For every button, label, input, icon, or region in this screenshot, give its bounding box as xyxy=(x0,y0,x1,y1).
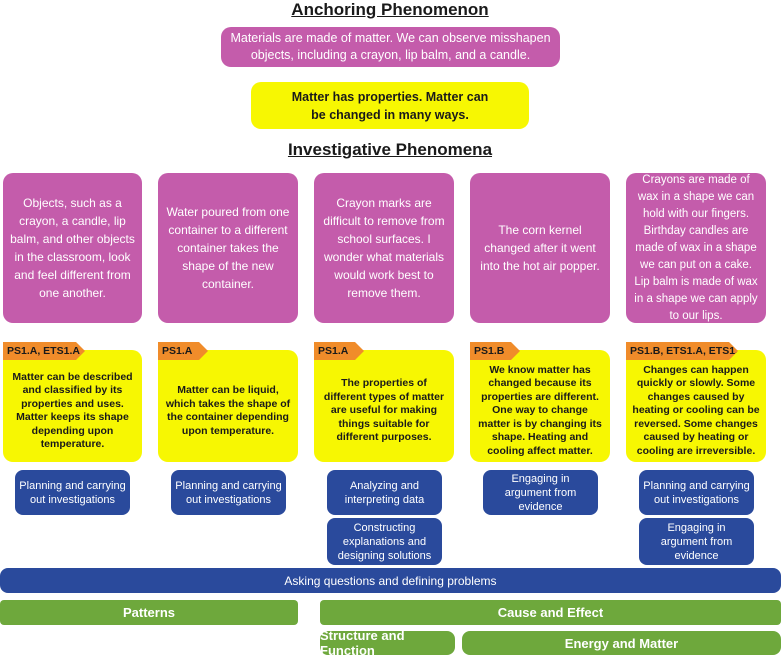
idea-card-1: Matter can be described and classified b… xyxy=(3,350,142,462)
investigative-title: Investigative Phenomena xyxy=(287,140,493,159)
phenomenon-card-3: Crayon marks are difficult to remove fro… xyxy=(314,173,454,323)
crosscutting-cause-effect: Cause and Effect xyxy=(320,600,781,625)
dci-tag-4: PS1.B xyxy=(470,342,520,360)
practice-5-2: Engaging in argument from evidence xyxy=(639,518,754,565)
practice-5-1: Planning and carrying out investigations xyxy=(639,470,754,515)
phenomenon-card-2: Water poured from one container to a dif… xyxy=(158,173,298,323)
phenomenon-card-4: The corn kernel changed after it went in… xyxy=(470,173,610,323)
practice-1-1: Planning and carrying out investigations xyxy=(15,470,130,515)
practice-3-2: Constructing explanations and designing … xyxy=(327,518,442,565)
practice-2-1: Planning and carrying out investigations xyxy=(171,470,286,515)
dci-tag-3: PS1.A xyxy=(314,342,364,360)
phenomenon-card-5: Crayons are made of wax in a shape we ca… xyxy=(626,173,766,323)
practice-3-1: Analyzing and interpreting data xyxy=(327,470,442,515)
idea-card-5: Changes can happen quickly or slowly. So… xyxy=(626,350,766,462)
core-idea: Matter has properties. Matter can be cha… xyxy=(251,82,529,129)
shared-practice-bar: Asking questions and defining problems xyxy=(0,568,781,593)
dci-tag-2: PS1.A xyxy=(158,342,208,360)
crosscutting-patterns: Patterns xyxy=(0,600,298,625)
crosscutting-energy-matter: Energy and Matter xyxy=(462,631,781,655)
dci-tag-5: PS1.B, ETS1.A, ETS1.C xyxy=(626,342,738,360)
anchoring-description: Materials are made of matter. We can obs… xyxy=(221,27,560,67)
crosscutting-structure-function: Structure and Function xyxy=(320,628,455,658)
idea-card-4: We know matter has changed because its p… xyxy=(470,350,610,462)
idea-card-3: The properties of different types of mat… xyxy=(314,350,454,462)
anchoring-title: Anchoring Phenomenon xyxy=(291,0,489,19)
idea-card-2: Matter can be liquid, which takes the sh… xyxy=(158,350,298,462)
practice-4-1: Engaging in argument from evidence xyxy=(483,470,598,515)
dci-tag-1: PS1.A, ETS1.A xyxy=(3,342,85,360)
phenomenon-card-1: Objects, such as a crayon, a candle, lip… xyxy=(3,173,142,323)
